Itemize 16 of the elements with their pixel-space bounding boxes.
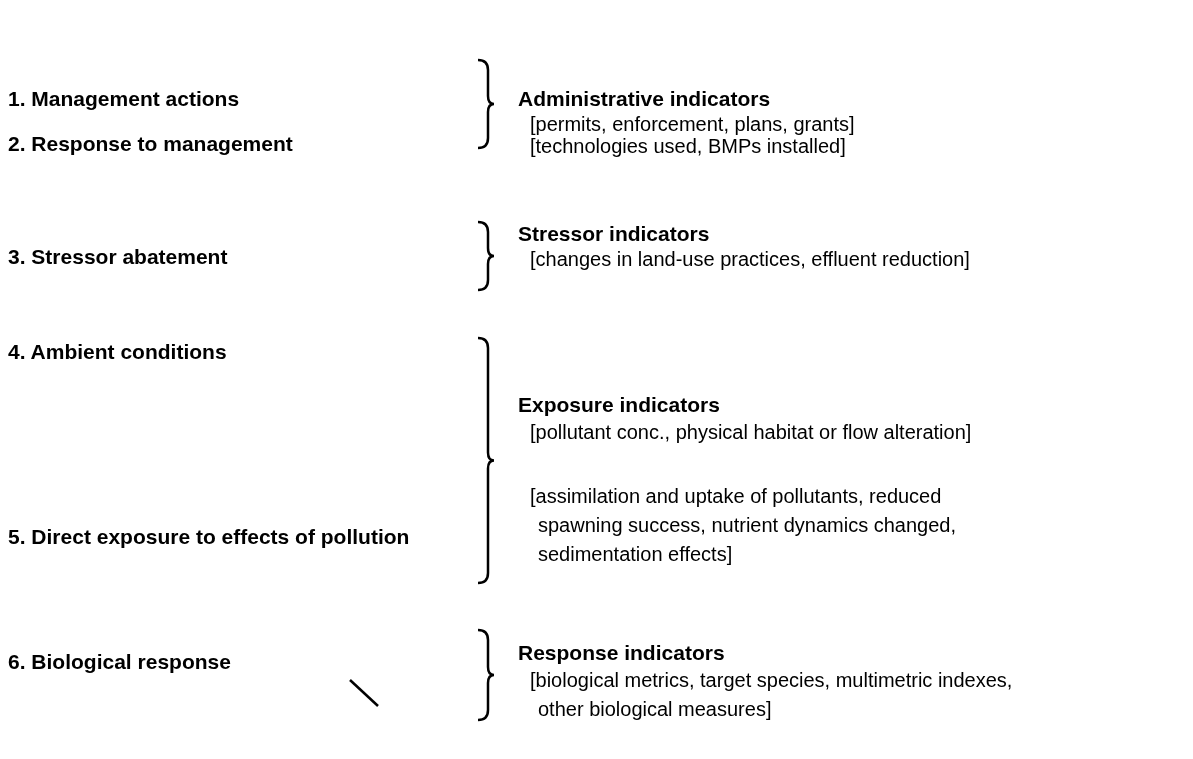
indicator-heading: Stressor indicators [518,221,711,247]
step-label: 3. Stressor abatement [8,244,229,270]
indicator-heading: Administrative indicators [518,86,772,112]
indicator-examples: [changes in land-use practices, effluent reduction] [530,247,971,272]
indicator-examples: [permits, enforcement, plans, grants] [530,112,856,137]
step-label: 2. Response to management [8,131,294,157]
indicator-heading: Exposure indicators [518,392,721,418]
indicator-examples: [pollutant conc., physical habitat or flow alteration] [530,420,973,445]
indicator-heading: Response indicators [518,640,726,666]
step-label: 4. Ambient conditions [8,339,228,365]
indicator-examples: [assimilation and uptake of pollutants, reduced spawning success, nutrient dynamics changed, sedimentation effects] [530,484,957,567]
indicator-examples: [technologies used, BMPs installed] [530,135,847,159]
indicator-examples: [biological metrics, target species, multimetric indexes, other biological measures] [530,668,1014,722]
step-label: 6. Biological response [8,649,232,675]
step-label: 5. Direct exposure to effects of pollution [8,524,411,550]
step-label: 1. Management actions [8,86,241,112]
